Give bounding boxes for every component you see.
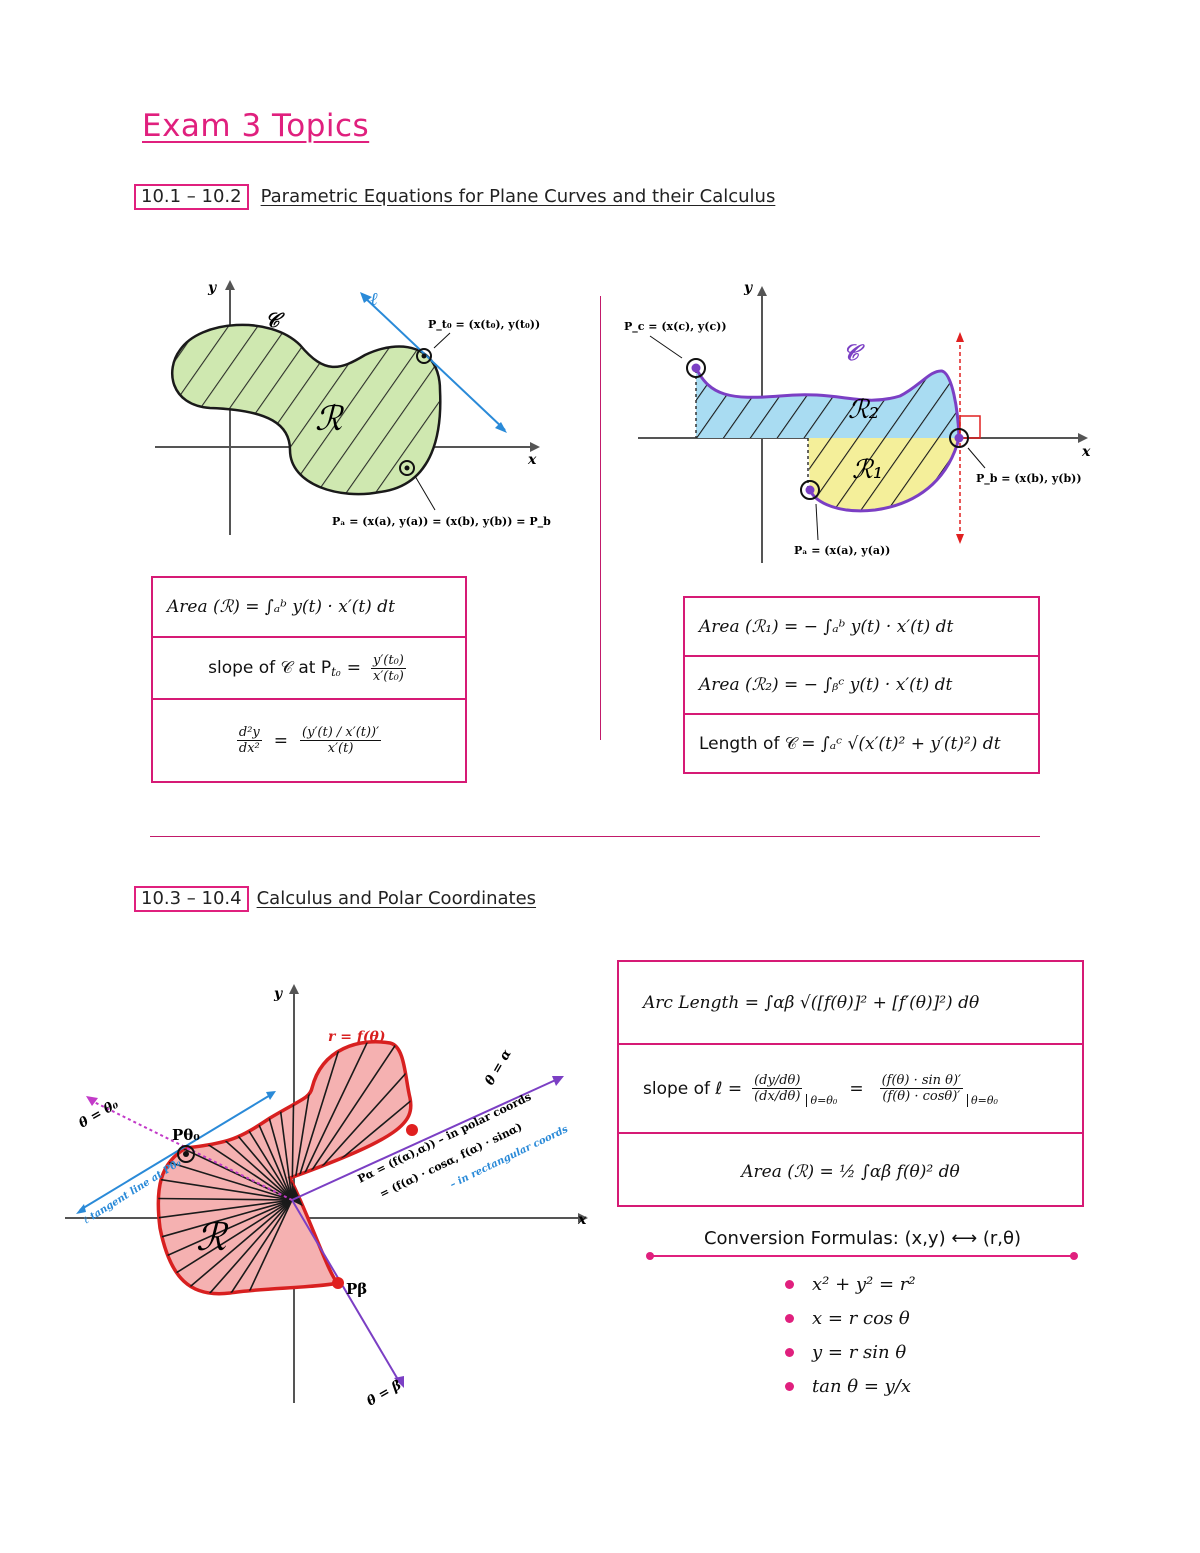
r-eq-label: r = f(θ): [328, 1029, 385, 1045]
conversion-item: y = r sin θ: [785, 1335, 1075, 1369]
formula-polar-arc-length: Arc Length = ∫αβ √([f(θ)]² + [f′(θ)]²) d…: [619, 962, 1082, 1045]
radial-line: [158, 1159, 293, 1201]
section-1-number: 10.1 – 10.2: [134, 184, 249, 210]
r1-label: ℛ₁: [852, 455, 883, 485]
section-2-heading: 10.3 – 10.4 Calculus and Polar Coordinat…: [134, 886, 536, 912]
formula-box-signed-area: Area (ℛ₁) = − ∫ₐᵇ y(t) · x′(t) dt Area (…: [683, 596, 1040, 774]
section-1-title: Parametric Equations for Plane Curves an…: [260, 186, 776, 207]
section-1-heading: 10.1 – 10.2 Parametric Equations for Pla…: [134, 184, 775, 210]
conversion-formulas: Conversion Formulas: (x,y) ⟷ (r,θ) x² + …: [646, 1228, 1078, 1403]
ray-theta0: [89, 1099, 293, 1201]
radial-line: [181, 1199, 293, 1294]
formula-area: Area (ℛ) = ∫ₐᵇ y(t) · x′(t) dt: [153, 578, 465, 638]
formula-polar-slope: slope of ℓ = (dy/dθ)(dx/dθ) θ=θ₀ = (f(θ)…: [619, 1045, 1082, 1134]
section-2-title: Calculus and Polar Coordinates: [256, 888, 537, 909]
conversion-heading: Conversion Formulas: (x,y) ⟷ (r,θ): [650, 1228, 1075, 1257]
formula-box-polar: Arc Length = ∫αβ √([f(θ)]² + [f′(θ)]²) d…: [617, 960, 1084, 1207]
radial-line: [158, 1199, 293, 1294]
radial-line: [291, 1199, 411, 1207]
pc-label: P_c = (x(c), y(c)): [624, 320, 727, 334]
tangent-label: ℓ: [370, 289, 378, 310]
radial-line: [158, 1199, 293, 1294]
radial-line: [158, 1199, 293, 1294]
conversion-item: x² + y² = r²: [785, 1267, 1075, 1301]
curve-label: 𝒞: [843, 340, 865, 366]
figure-parametric-signed-area: y x 𝒞 ℛ₂ ℛ₁ P_c = (x(c), y(c)) P_b = (x(…: [624, 280, 1091, 563]
x-axis-label: x: [527, 452, 537, 468]
radial-line: [158, 1199, 293, 1272]
point-pbeta: [332, 1277, 344, 1289]
figure-polar-region: y x r = f(θ) θ = θ₀ θ = α θ = β ℛ Pθ₀ Pβ…: [65, 984, 588, 1408]
formula-slope: slope of 𝒞 at P t₀ = y′(t₀)x′(t₀): [153, 638, 465, 700]
radial-line: [158, 1199, 293, 1236]
y-axis-label: y: [743, 280, 753, 296]
radial-line: [158, 1199, 293, 1294]
section-2-number: 10.3 – 10.4: [134, 886, 249, 912]
tangent-line: [361, 294, 506, 431]
pa-label: Pₐ = (x(a), y(a)) = (x(b), y(b)) = P_b: [332, 515, 551, 529]
formula-polar-area: Area (ℛ) = ½ ∫αβ f(θ)² dθ: [741, 1161, 960, 1182]
column-divider: [600, 296, 601, 740]
figure-parametric-region: y x 𝒞 ℛ ℓ P_t₀ = (x(t₀), y(t₀)) Pₐ = (x(…: [155, 280, 551, 535]
formula-area-r1: Area (ℛ₁) = − ∫ₐᵇ y(t) · x′(t) dt: [685, 598, 1038, 657]
page-title: Exam 3 Topics: [142, 108, 370, 144]
radial-line: [291, 1199, 411, 1294]
radial-line: [158, 1196, 293, 1201]
point-pb: [949, 428, 969, 448]
radial-line: [291, 1041, 405, 1201]
r2-label: ℛ₂: [848, 395, 879, 425]
point-ptheta0: [177, 1145, 195, 1163]
region-label: ℛ: [196, 1215, 229, 1259]
section-divider: [150, 836, 1040, 837]
tangent-line: [79, 1093, 273, 1211]
ptheta0-label: Pθ₀: [172, 1126, 200, 1144]
point-pt0: [416, 348, 432, 364]
beta-label: θ = β: [365, 1378, 405, 1408]
radial-line: [291, 1199, 411, 1244]
pbeta-label: Pβ: [346, 1280, 367, 1298]
point-palpha: [406, 1124, 418, 1136]
radial-line: [291, 1041, 371, 1201]
pt0-label: P_t₀ = (x(t₀), y(t₀)): [428, 318, 540, 332]
x-axis-label: x: [1081, 444, 1091, 460]
ray-beta: [291, 1199, 401, 1384]
alpha-label: θ = α: [482, 1047, 514, 1088]
ray-alpha: [291, 1077, 561, 1201]
curve-label: 𝒞: [265, 308, 285, 332]
formula-area-r2: Area (ℛ₂) = − ∫ᵦᶜ y(t) · x′(t) dt: [685, 657, 1038, 715]
theta0-label: θ = θ₀: [77, 1097, 122, 1132]
curve-c: [694, 367, 961, 513]
point-pa: [399, 460, 415, 476]
formula-box-parametric: Area (ℛ) = ∫ₐᵇ y(t) · x′(t) dt slope of …: [151, 576, 467, 783]
conversion-item: x = r cos θ: [785, 1301, 1075, 1335]
point-pa: [800, 480, 820, 500]
region-label: ℛ: [315, 399, 345, 439]
conversion-item: tan θ = y/x: [785, 1369, 1075, 1403]
y-axis-label: y: [207, 280, 217, 296]
x-axis-label: x: [577, 1212, 587, 1228]
formula-arc-length: Length of 𝒞 = ∫ₐᶜ √(x′(t)² + y′(t)²) dt: [699, 733, 1001, 754]
radial-line: [158, 1199, 293, 1294]
radial-line: [291, 1041, 411, 1201]
y-axis-label: y: [273, 986, 283, 1002]
point-pc: [686, 358, 706, 378]
pb-label: P_b = (x(b), y(b)): [976, 472, 1082, 486]
pa-label: Pₐ = (x(a), y(a)): [794, 544, 890, 557]
